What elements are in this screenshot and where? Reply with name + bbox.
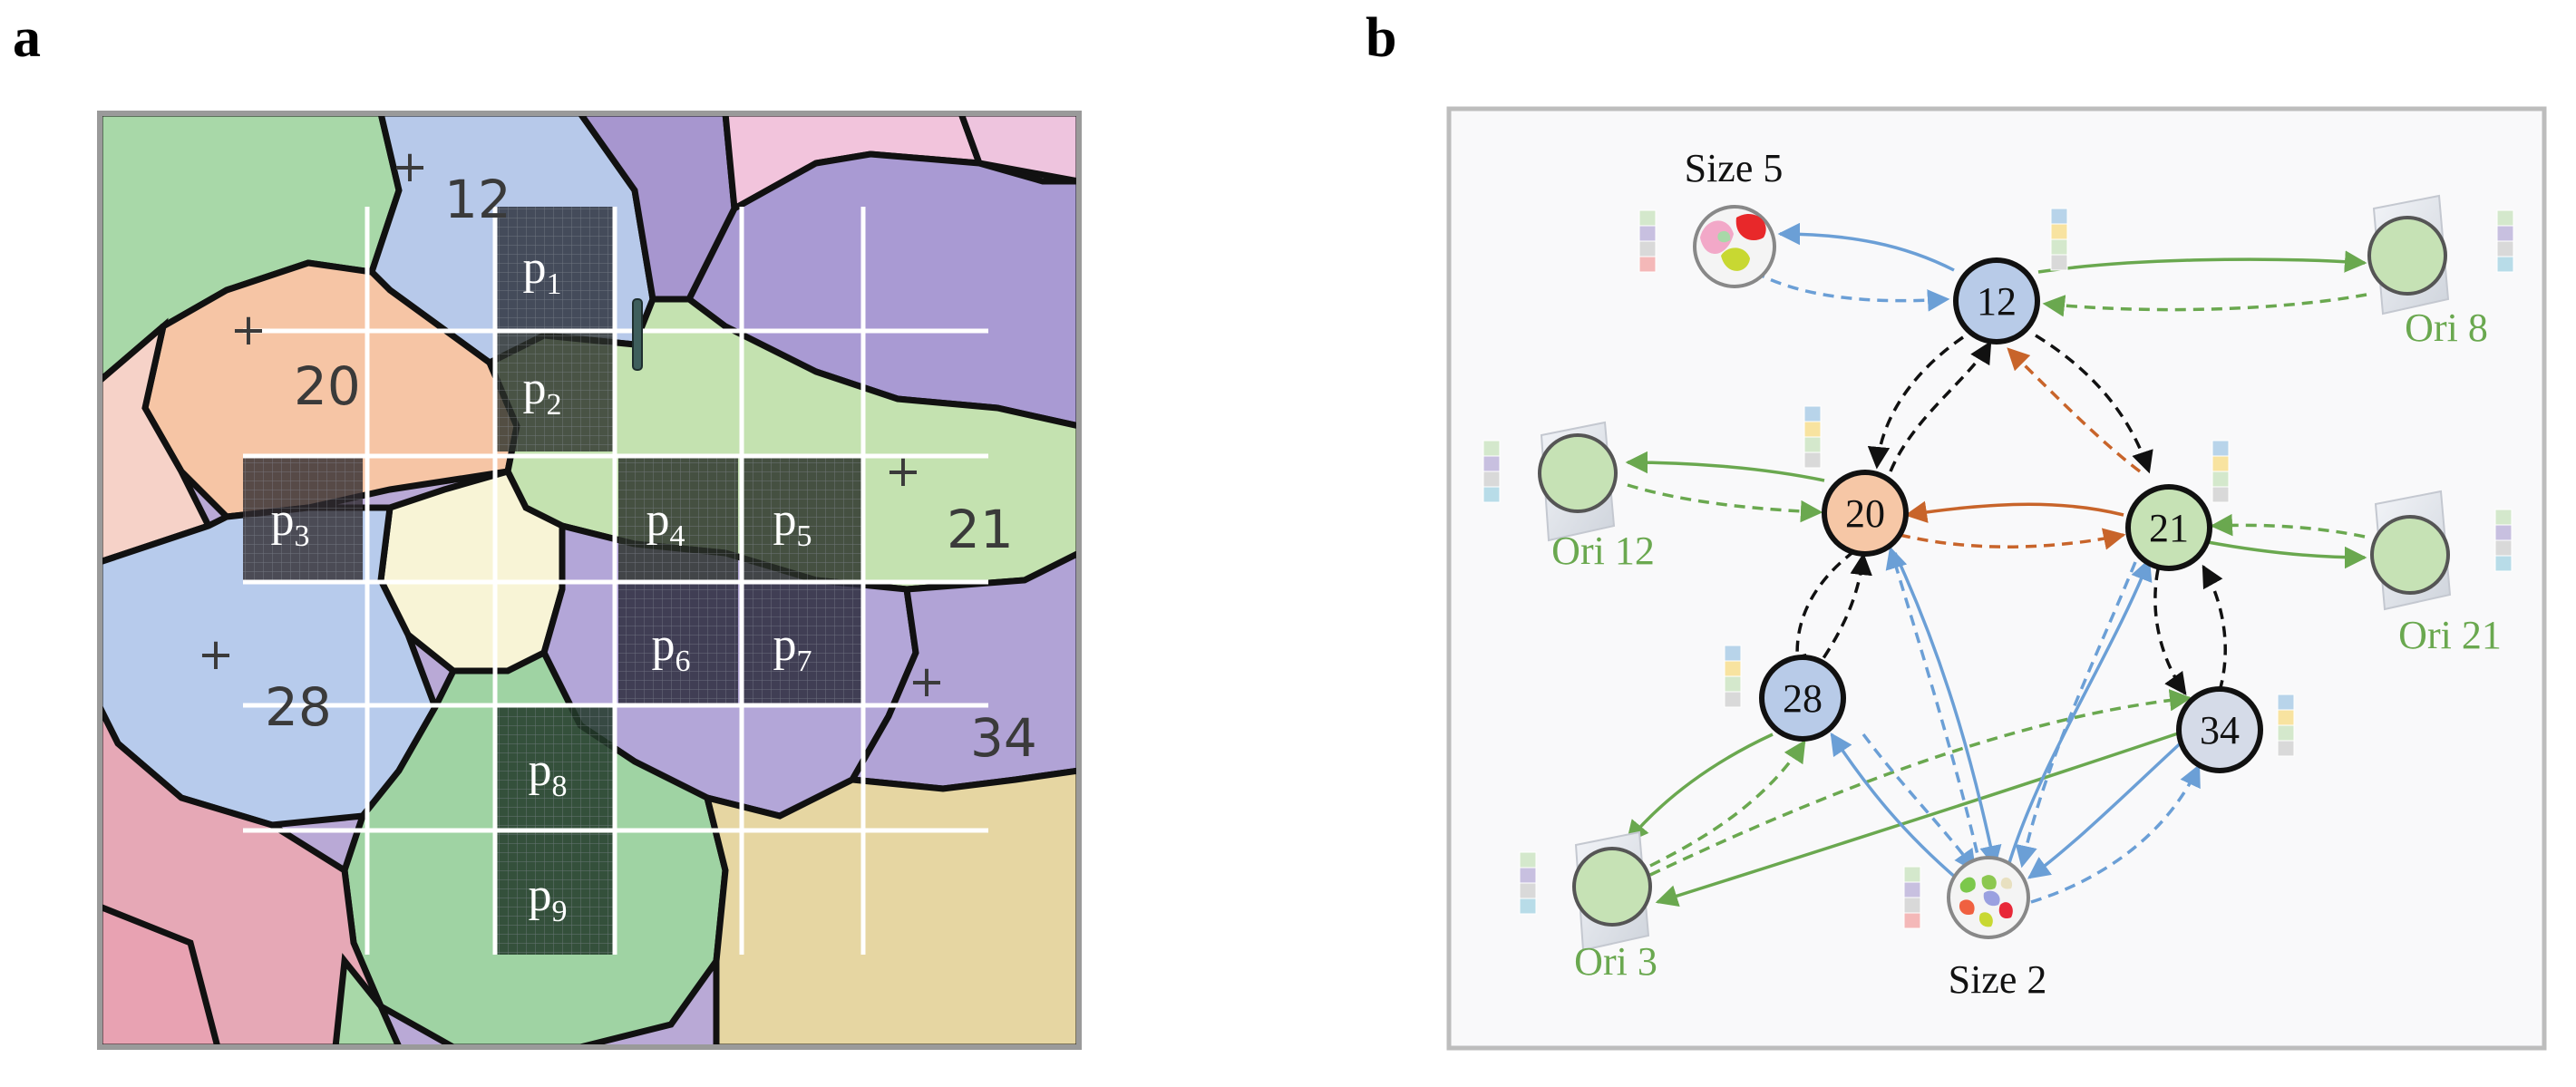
ori-node-3	[1572, 830, 1652, 952]
grain-21-plus: +	[885, 446, 921, 497]
feature-bar-ori3	[1519, 851, 1537, 915]
panel-letter-b: b	[1366, 7, 1396, 69]
feature-bar-ori21	[2494, 509, 2513, 572]
node-12: 12	[1953, 257, 2040, 345]
svg-text:p3: p3	[271, 494, 310, 553]
svg-text:28: 28	[1783, 676, 1823, 721]
feature-bar-28	[1724, 645, 1742, 708]
ori-12-label: Ori 12	[1551, 529, 1655, 573]
orientation-nodes	[1538, 194, 2452, 952]
svg-text:p8: p8	[529, 744, 568, 803]
svg-text:p4: p4	[646, 494, 685, 553]
grain-nodes: 12 20 21 28 34	[1759, 257, 2263, 773]
probe-marker	[632, 298, 643, 371]
size-node-5	[1693, 205, 1776, 288]
svg-text:p7: p7	[773, 619, 812, 678]
ori-node-12	[1538, 421, 1618, 542]
graph-labels: Size 5 Size 2 Ori 8 Ori 12 Ori 21 Ori 3	[1551, 146, 2502, 1002]
node-34: 34	[2176, 686, 2263, 773]
svg-text:21: 21	[2149, 506, 2189, 550]
patch-p3: p3	[243, 458, 363, 580]
patch-p1: p1	[495, 207, 615, 329]
ori-21-label: Ori 21	[2398, 613, 2502, 657]
grain-labels: + 12 + 20 + 21 + 28 + 34	[198, 141, 1037, 769]
grain-28-plus: +	[198, 629, 234, 680]
patch-p6: p6	[618, 583, 738, 705]
feature-bar-21	[2211, 440, 2230, 503]
patch-p7: p7	[742, 583, 861, 705]
svg-text:p5: p5	[773, 494, 812, 553]
grain-12-plus: +	[392, 141, 428, 192]
ori-node-8	[2367, 194, 2450, 315]
grain-28-label: 28	[265, 676, 332, 738]
svg-text:p9: p9	[529, 869, 568, 928]
svg-text:12: 12	[1977, 279, 2017, 324]
feature-bar-size2	[1903, 866, 1921, 929]
patch-p9: p9	[495, 832, 615, 955]
size-2-label: Size 2	[1949, 957, 2047, 1002]
feature-bar-ori12	[1482, 440, 1501, 503]
ori-3-label: Ori 3	[1574, 939, 1657, 984]
patches: p1 p2 p3 p4 p5 p6 p7 p8	[243, 207, 861, 955]
feature-bar-size5	[1638, 209, 1657, 273]
size-node-2	[1947, 856, 2030, 939]
sampling-grid	[243, 207, 988, 955]
size-5-label: Size 5	[1685, 146, 1784, 190]
size-nodes	[1693, 205, 2030, 939]
feature-bar-12	[2050, 208, 2068, 271]
svg-text:p6: p6	[652, 619, 691, 678]
graph-edges	[1625, 222, 2367, 907]
patch-p5: p5	[742, 458, 861, 580]
svg-text:20: 20	[1845, 491, 1885, 536]
node-20: 20	[1822, 470, 1909, 557]
feature-bar-34	[2277, 694, 2295, 757]
feature-bars	[1482, 208, 2514, 929]
ori-8-label: Ori 8	[2405, 306, 2488, 350]
panel-letter-a: a	[13, 7, 41, 69]
svg-text:p2: p2	[523, 363, 562, 422]
patch-p4: p4	[618, 458, 738, 580]
svg-text:p1: p1	[523, 242, 562, 301]
grain-21-label: 21	[947, 499, 1014, 560]
feature-bar-ori8	[2496, 209, 2514, 273]
patch-p2: p2	[495, 329, 615, 451]
node-21: 21	[2125, 484, 2212, 571]
grain-12-label: 12	[444, 169, 511, 230]
ori-node-21	[2370, 490, 2452, 611]
panel-a-frame	[97, 111, 1082, 1050]
grain-20-label: 20	[294, 355, 361, 417]
feature-bar-20	[1803, 405, 1822, 469]
grain-34-label: 34	[970, 707, 1037, 769]
node-28: 28	[1759, 655, 1846, 742]
grain-20-plus: +	[230, 305, 267, 355]
svg-text:34: 34	[2200, 708, 2240, 752]
patch-p8: p8	[495, 707, 615, 830]
grain-34-plus: +	[909, 656, 945, 707]
